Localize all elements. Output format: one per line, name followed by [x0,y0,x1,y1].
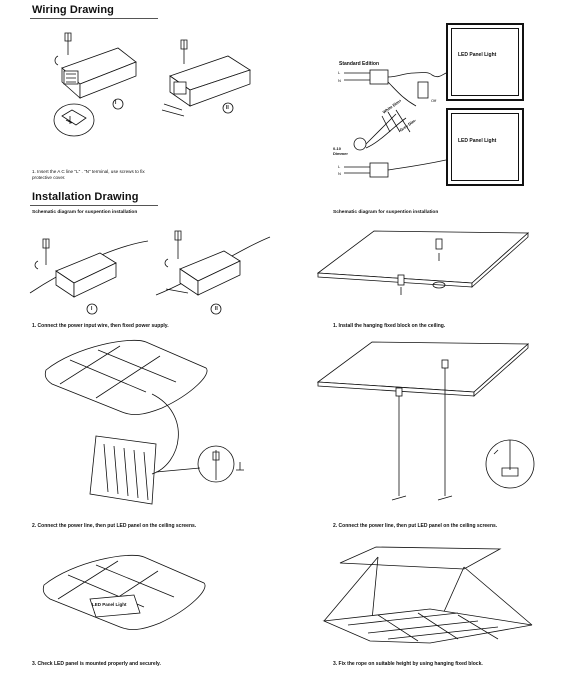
led-panel-box-1: LED Panel Light [446,23,524,101]
install-panel-label: LED Panel Light [92,602,127,607]
wiring-title: Wiring Drawing [32,4,114,16]
ceiling-slab [339,546,502,570]
step-marker-i: I [115,100,117,106]
install-step-marker-ii: II [215,306,218,312]
left-step-3-caption: 3. Check LED panel is mounted properly a… [32,661,161,667]
right-step-1-caption: 1. Install the hanging fixed block on th… [333,323,446,329]
install-step1-left-diagram [29,230,271,315]
led-panel-tilted [89,435,157,505]
wire-n-label-1: N [338,78,341,83]
screwdriver-icon [64,32,72,55]
dimmer-label: 0-10 Dimmer [333,146,348,156]
screwdriver-icon [174,230,182,259]
driver-diagram-step1 [53,32,137,137]
led-panel-label-2: LED Panel Light [458,138,497,144]
install-step-marker-i: I [91,306,93,312]
hanging-block-icon [397,274,405,286]
wire-n-label-2: N [338,171,341,176]
zoom-circle [197,445,235,483]
ceiling-grid [44,339,208,416]
right-step-2-caption: 2. Connect the power line, then put LED … [333,523,498,529]
installation-title-rule [30,205,158,206]
wiring-title-rule [30,18,158,19]
install-step3-left-diagram [42,554,206,631]
step-marker-ii: II [226,105,229,111]
wire-l-label-2: L [338,164,341,169]
install-step2-right-diagram [316,341,535,501]
driver-diagram-step2 [161,39,251,117]
right-step-3-caption: 3. Fix the rope on suitable height by us… [333,661,483,667]
led-panel-label-1: LED Panel Light [458,52,497,58]
install-step3-right-diagram [322,546,533,644]
wiring-schematic-lines [344,69,447,178]
dimmer-knob-icon [353,137,367,151]
switch-off-label: Off [431,98,437,103]
right-subtitle: Schematic diagram for suspention install… [333,210,439,215]
left-step-1-caption: 1. Connect the power input wire, then fi… [32,323,169,329]
ceiling-grid-installed [42,554,206,631]
driver-box-2 [369,162,389,178]
left-subtitle: Schematic diagram for suspention install… [32,210,138,215]
suspended-panel [322,608,533,644]
driver-box-1 [369,69,389,85]
wiring-note: 1. Insert the A C line "L" . "N" termina… [32,169,145,180]
screwdriver-icon [180,39,188,64]
switch-icon [417,81,429,99]
led-panel-box-2: LED Panel Light [446,108,524,186]
zoom-circle [53,103,95,137]
standard-edition-label: Standard Edition [339,61,379,67]
left-step-2-caption: 2. Connect the power line, then put LED … [32,523,197,529]
installation-title: Installation Drawing [32,191,139,203]
hanging-block-icon [435,238,443,250]
install-step2-left-diagram [44,339,244,505]
screwdriver-icon [42,238,50,265]
wire-l-label-1: L [338,70,341,75]
install-step1-right-diagram [316,230,530,295]
